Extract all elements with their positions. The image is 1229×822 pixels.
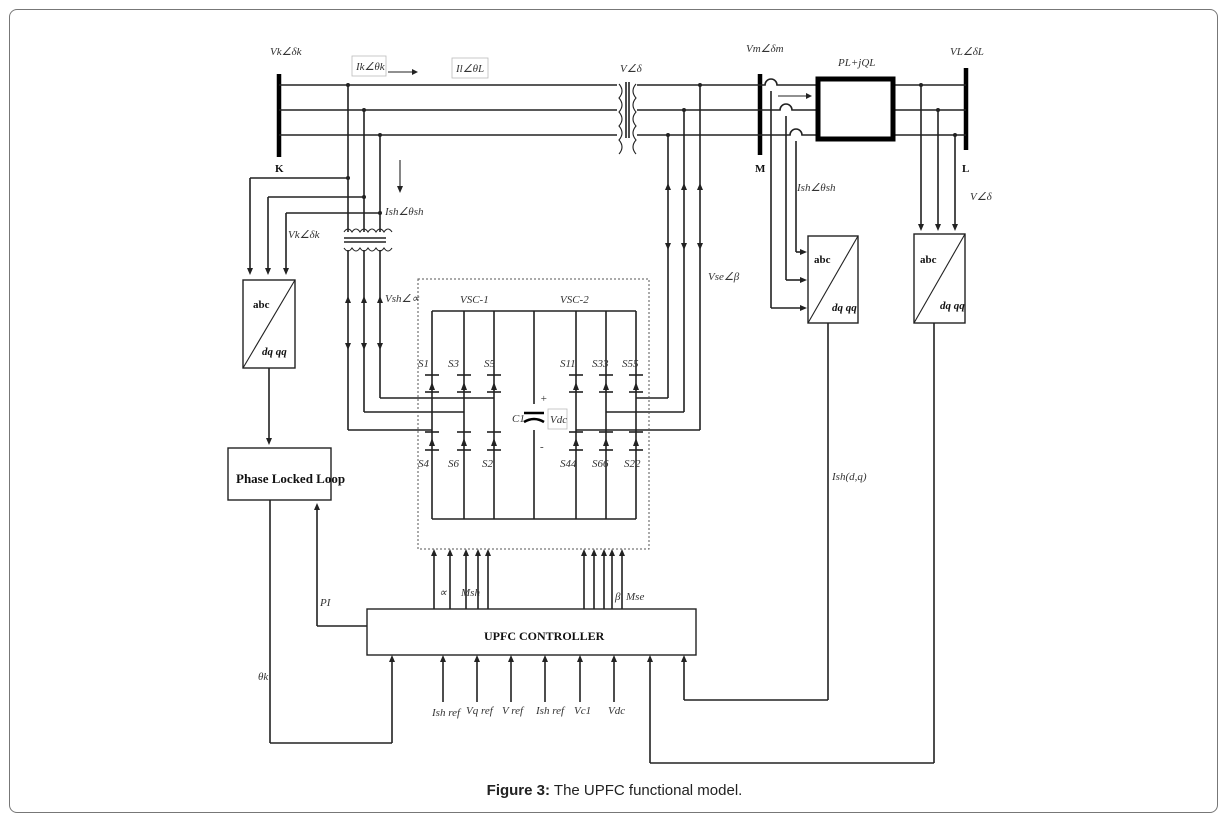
dc-rails — [431, 310, 637, 520]
svg-text:Vdc: Vdc — [608, 705, 625, 717]
svg-text:S11: S11 — [560, 358, 576, 370]
switch-s55 — [629, 374, 643, 393]
svg-text:S66: S66 — [592, 458, 609, 470]
vse-label: Vse∠β — [708, 271, 740, 283]
c1-label: C1 — [512, 413, 525, 425]
abc-dq-block-2: abc dq qq — [807, 235, 859, 324]
l-to-abc3 — [918, 83, 958, 231]
mse-label: Mse — [625, 591, 644, 603]
switch-s4 — [425, 431, 439, 451]
svg-text:S3: S3 — [448, 358, 460, 370]
svg-text:V ref: V ref — [502, 705, 525, 717]
vm-label: Vm∠δm — [746, 43, 784, 55]
ish-dq-label: Ish(d,q) — [831, 471, 867, 483]
ish-bus-label: Ish∠θsh — [796, 182, 836, 194]
switch-s6 — [457, 431, 471, 451]
pi-label: PI — [319, 597, 332, 609]
line-k-to-transformer — [279, 84, 617, 136]
caption-prefix: Figure 3: — [486, 782, 550, 799]
vsc1-label: VSC-1 — [460, 294, 489, 306]
svg-text:S55: S55 — [622, 358, 639, 370]
svg-text:S2: S2 — [482, 458, 494, 470]
svg-text:S5: S5 — [484, 358, 496, 370]
svg-text:dq qq: dq qq — [262, 346, 287, 358]
svg-text:dq qq: dq qq — [832, 302, 857, 314]
abc-dq-block-3: abc dq qq — [913, 233, 966, 324]
cap-minus-label: - — [540, 441, 544, 453]
load-box — [815, 76, 896, 142]
switch-s33 — [599, 374, 613, 393]
caption-text: The UPFC functional model. — [553, 782, 743, 799]
line-transformer-to-m — [637, 84, 760, 136]
svg-text:abc: abc — [920, 254, 937, 266]
gate-signals — [431, 549, 625, 609]
v-delta-right-label: V∠δ — [970, 191, 993, 203]
shunt-secondary-wires — [345, 250, 494, 431]
il-label: Il∠θL — [455, 63, 484, 75]
figure-frame — [9, 9, 1218, 813]
load-power-label: PL+jQL — [837, 57, 875, 69]
switch-s5 — [487, 374, 501, 393]
controller-inputs — [440, 655, 617, 702]
svg-text:abc: abc — [253, 299, 270, 311]
dc-capacitor — [520, 404, 548, 430]
shunt-transformer — [343, 228, 393, 252]
svg-text:S6: S6 — [448, 458, 460, 470]
pll-theta-path — [269, 500, 395, 744]
switch-s3 — [457, 374, 471, 393]
svg-text:Ish ref: Ish ref — [431, 707, 462, 719]
vsh-label: Vsh∠∝ — [385, 293, 420, 305]
series-transformer — [618, 82, 637, 155]
svg-text:abc: abc — [814, 254, 831, 266]
switch-s44 — [569, 431, 583, 451]
controller-input-labels: Ish ref Vq ref V ref Ish ref Vc1 Vdc — [431, 705, 625, 719]
svg-text:S1: S1 — [418, 358, 429, 370]
converter-area — [417, 278, 650, 550]
svg-text:S22: S22 — [624, 458, 641, 470]
v-delta-label: V∠δ — [620, 63, 643, 75]
vk-left-label: Vk∠δk — [288, 229, 321, 241]
beta-label: β — [614, 591, 621, 603]
vl-label: VL∠δL — [950, 46, 984, 58]
svg-text:Phase Locked Loop: Phase Locked Loop — [236, 471, 345, 486]
svg-text:S44: S44 — [560, 458, 577, 470]
svg-text:Ish ref: Ish ref — [535, 705, 566, 717]
switch-s22 — [629, 431, 643, 451]
switch-devices — [425, 374, 643, 451]
pi-path — [314, 503, 367, 627]
cap-plus-label: + — [540, 393, 547, 405]
abc-dq-block-1: abc dq qq — [242, 279, 296, 369]
shunt-taps — [247, 83, 403, 275]
ish-left-label: Ish∠θsh — [384, 206, 424, 218]
switch-s11 — [569, 374, 583, 393]
msh-label: Msh — [460, 587, 480, 599]
bus-l-label: L — [962, 163, 969, 175]
series-secondary-wires — [576, 83, 703, 431]
ik-label: Ik∠θk — [355, 61, 386, 73]
bus-m-label: M — [755, 163, 766, 175]
bus-k-label: K — [275, 163, 284, 175]
svg-text:S33: S33 — [592, 358, 609, 370]
theta-k-label: θk — [258, 671, 269, 683]
phase-locked-loop: Phase Locked Loop — [227, 447, 345, 501]
svg-text:Vc1: Vc1 — [574, 705, 591, 717]
svg-text:S4: S4 — [418, 458, 430, 470]
upfc-controller: UPFC CONTROLLER — [366, 608, 697, 656]
svg-text:UPFC CONTROLLER: UPFC CONTROLLER — [484, 629, 605, 643]
vsc2-label: VSC-2 — [560, 294, 589, 306]
switch-s1 — [425, 374, 439, 393]
m-to-abc2 — [770, 91, 807, 311]
abc3-to-controller — [647, 323, 935, 764]
switch-labels: S1 S3 S5 S11 S33 S55 S4 S6 S2 S44 S66 S2… — [418, 358, 641, 470]
abc2-to-controller — [681, 323, 829, 701]
figure-caption: Figure 3: The UPFC functional model. — [0, 782, 1229, 799]
switch-s2 — [487, 431, 501, 451]
svg-text:dq qq: dq qq — [940, 300, 965, 312]
vdc-label: Vdc — [550, 414, 567, 426]
alpha-label: ∝ — [439, 587, 448, 599]
switch-s66 — [599, 431, 613, 451]
svg-text:Vq ref: Vq ref — [466, 705, 495, 717]
vk-label: Vk∠δk — [270, 46, 303, 58]
